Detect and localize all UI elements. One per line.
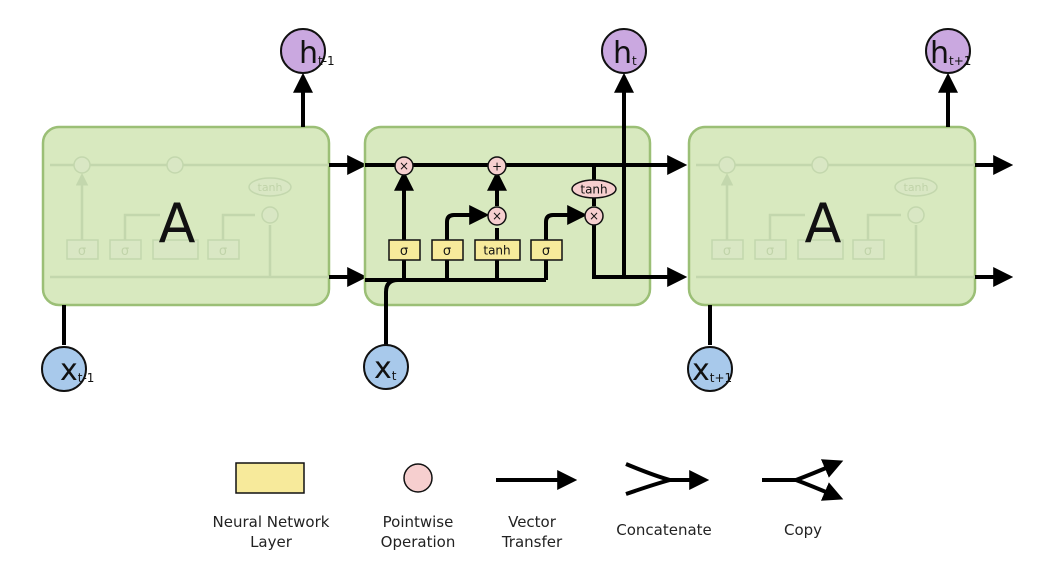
lstm-cell-left: σ σ σ tanh A ht-1 xt-1 [41, 28, 368, 392]
lstm-cell-center: × + × × tanh σ σ tanh [363, 28, 688, 390]
h-node-right: ht+1 [925, 28, 971, 74]
svg-text:xt+1: xt+1 [692, 353, 732, 388]
legend-concat-label: Concatenate [616, 521, 712, 539]
svg-text:ht+1: ht+1 [930, 36, 971, 71]
legend-pointwise-line2: Operation [381, 533, 456, 551]
svg-text:ht: ht [613, 36, 637, 71]
legend-concat: Concatenate [616, 462, 712, 539]
output-mult-op: × [584, 206, 604, 226]
hidden-state-out [592, 224, 688, 287]
cell-label-right: A [805, 192, 842, 255]
h-node-left: ht-1 [280, 28, 335, 74]
x-node-left: xt-1 [41, 346, 94, 392]
cell-label-left: A [159, 192, 196, 255]
svg-text:σ: σ [443, 244, 451, 259]
ghost-internals-left: σ σ σ tanh [50, 156, 329, 279]
svg-text:×: × [492, 209, 502, 223]
x-node-center: xt [363, 344, 409, 390]
ghost-sigma-3: σ [219, 244, 227, 259]
output-gate-layer: σ [530, 239, 563, 261]
candidate-layer: tanh [474, 239, 521, 261]
legend-layer: Neural Network Layer [213, 462, 330, 551]
ghost-sigma-2: σ [121, 244, 129, 259]
ghost-internals-right: σ σ σ tanh [696, 156, 975, 279]
svg-text:ht-1: ht-1 [299, 36, 335, 71]
h-node-center: ht [601, 28, 647, 74]
legend-concat-merge [625, 462, 671, 496]
legend-copy-label: Copy [784, 521, 822, 539]
forget-mult-op: × [394, 156, 414, 176]
x-node-right: xt+1 [687, 346, 733, 392]
svg-text:xt: xt [374, 351, 397, 386]
legend-pointwise-swatch [403, 463, 433, 493]
legend-pointwise-line1: Pointwise [383, 513, 454, 531]
cell-box-left [41, 125, 331, 307]
tanh-op: tanh [571, 179, 617, 199]
svg-text:×: × [399, 159, 409, 173]
input-to-mult [445, 205, 490, 242]
ghost-sigma-r1: σ [723, 244, 731, 259]
legend-copy: Copy [762, 459, 844, 539]
svg-text:tanh: tanh [483, 244, 510, 258]
legend-pointwise: Pointwise Operation [381, 463, 456, 551]
legend-vector-line2: Transfer [501, 533, 563, 551]
svg-text:+: + [492, 160, 502, 174]
forget-gate-layer: σ [388, 239, 421, 261]
legend-layer-swatch [235, 462, 305, 494]
output-to-mult [544, 205, 588, 242]
legend-layer-line1: Neural Network [213, 513, 330, 531]
svg-text:tanh: tanh [580, 183, 607, 197]
lstm-cell-right: σ σ σ tanh A ht+1 xt+1 [687, 28, 1014, 392]
legend-copy-down [795, 478, 844, 501]
ghost-sigma-1: σ [78, 244, 86, 259]
cell-box-right [687, 125, 977, 307]
input-mult-op: × [487, 206, 507, 226]
ghost-tanh: tanh [258, 181, 283, 194]
legend-vector: Vector Transfer [496, 470, 578, 551]
ghost-tanh-r: tanh [904, 181, 929, 194]
legend: Neural Network Layer Pointwise Operation… [213, 459, 844, 551]
legend-layer-line2: Layer [250, 533, 293, 551]
add-op: + [487, 156, 507, 176]
legend-vector-line1: Vector [508, 513, 557, 531]
svg-text:xt-1: xt-1 [60, 353, 94, 388]
svg-text:σ: σ [400, 244, 408, 259]
ghost-sigma-r2: σ [766, 244, 774, 259]
ghost-sigma-r3: σ [864, 244, 872, 259]
svg-text:σ: σ [542, 244, 550, 259]
legend-copy-up [795, 459, 844, 482]
svg-text:×: × [589, 209, 599, 223]
input-gate-layer: σ [431, 239, 464, 261]
